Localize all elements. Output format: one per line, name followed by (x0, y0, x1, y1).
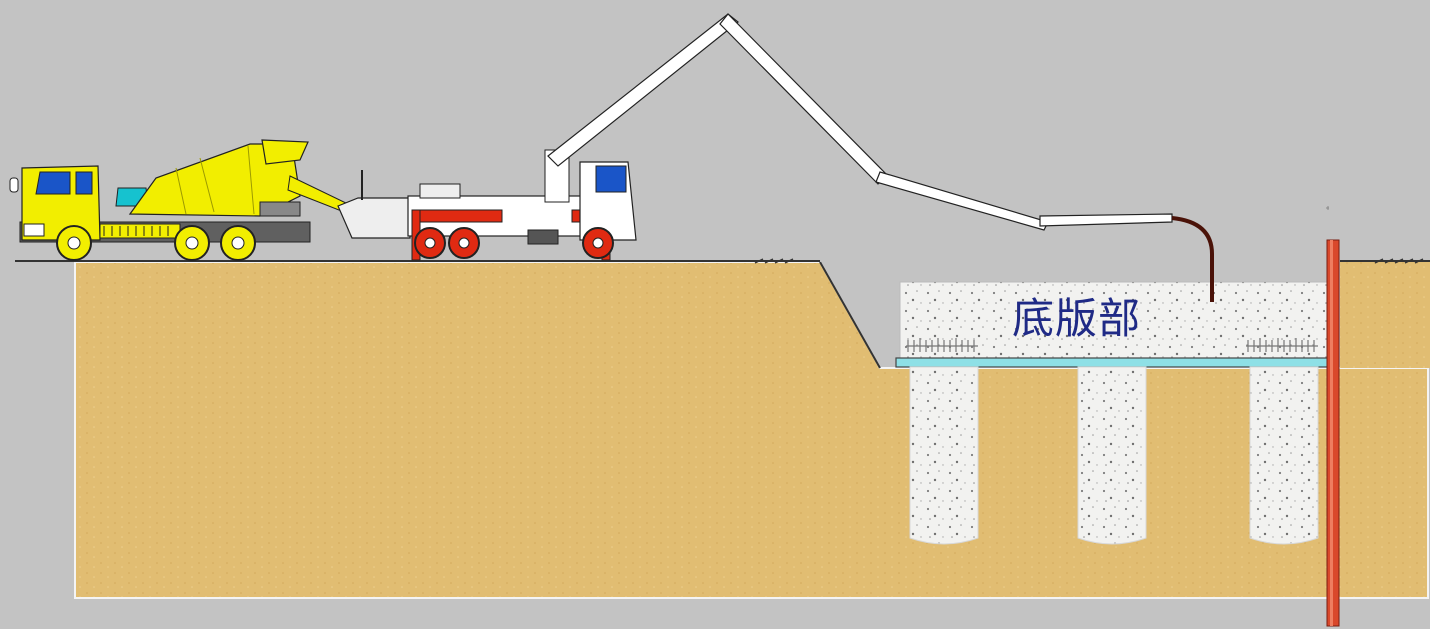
soil-right-top (1340, 262, 1430, 368)
ground-hatch-marks (754, 258, 1424, 264)
bottom-slab-label: 底版部 (1012, 294, 1142, 343)
delivery-hose (1171, 216, 1214, 302)
pile-top-marker (1326, 206, 1329, 210)
piles (909, 366, 1319, 545)
leveling-layer (895, 357, 1337, 368)
rebar-marks (906, 338, 1318, 352)
concrete-mixer-truck-icon (9, 139, 349, 261)
concrete-pump-truck-icon (337, 13, 1214, 302)
pile-1 (909, 366, 979, 545)
bottom-slab (899, 281, 1329, 361)
pile-3 (1249, 366, 1319, 545)
excavation-slope (819, 261, 881, 369)
pile-2 (1077, 366, 1147, 545)
